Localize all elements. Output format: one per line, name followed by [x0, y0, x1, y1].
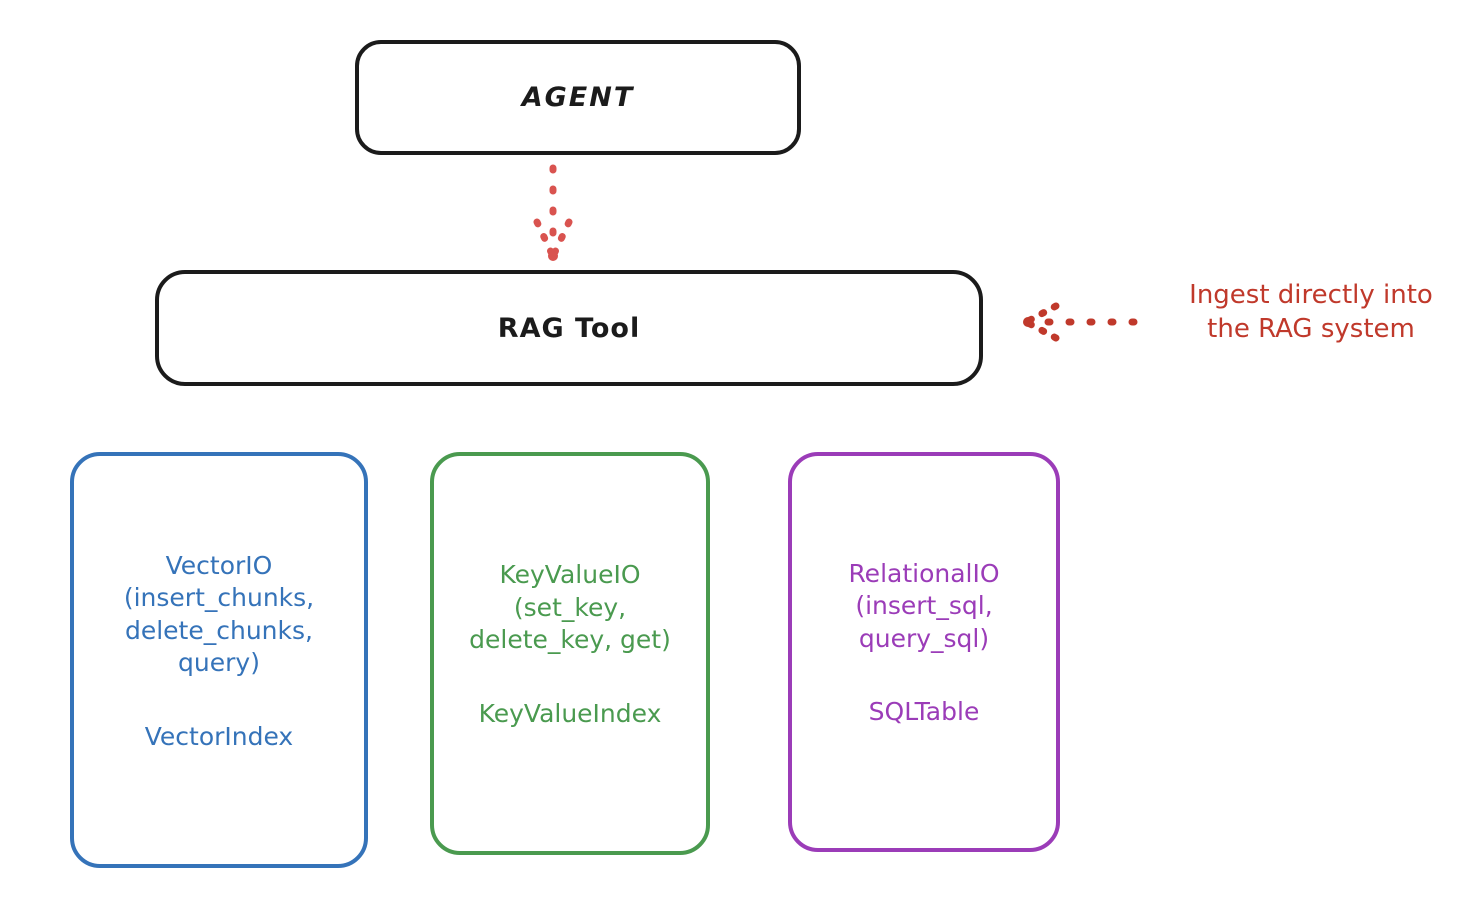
- node-relational-io-body: RelationalIO (insert_sql, query_sql) SQL…: [848, 558, 999, 727]
- node-agent[interactable]: AGENT: [355, 40, 801, 155]
- node-relational-io-index-label: SQLTable: [868, 697, 980, 727]
- node-rag-tool-label: RAG Tool: [497, 312, 641, 344]
- node-relational-io-label: RelationalIO (insert_sql, query_sql): [848, 558, 1000, 653]
- node-relational-io[interactable]: RelationalIO (insert_sql, query_sql) SQL…: [788, 452, 1060, 852]
- agent-to-rag-tool-arrow: [533, 164, 573, 261]
- ingest-to-rag-tool-arrow: [1023, 302, 1138, 342]
- node-agent-label: AGENT: [521, 82, 635, 113]
- node-key-value-io[interactable]: KeyValueIO (set_key, delete_key, get) Ke…: [430, 452, 710, 855]
- node-vector-io-body: VectorIO (insert_chunks, delete_chunks, …: [124, 550, 314, 751]
- annotation-ingest: Ingest directly into the RAG system: [1189, 280, 1433, 345]
- node-rag-tool[interactable]: RAG Tool: [155, 270, 983, 386]
- node-key-value-io-index-label: KeyValueIndex: [478, 698, 662, 728]
- node-vector-io-index-label: VectorIndex: [144, 721, 294, 751]
- node-key-value-io-label: KeyValueIO (set_key, delete_key, get): [469, 560, 671, 655]
- node-vector-io-label: VectorIO (insert_chunks, delete_chunks, …: [123, 550, 315, 678]
- node-vector-io[interactable]: VectorIO (insert_chunks, delete_chunks, …: [70, 452, 368, 868]
- node-key-value-io-body: KeyValueIO (set_key, delete_key, get) Ke…: [469, 559, 671, 728]
